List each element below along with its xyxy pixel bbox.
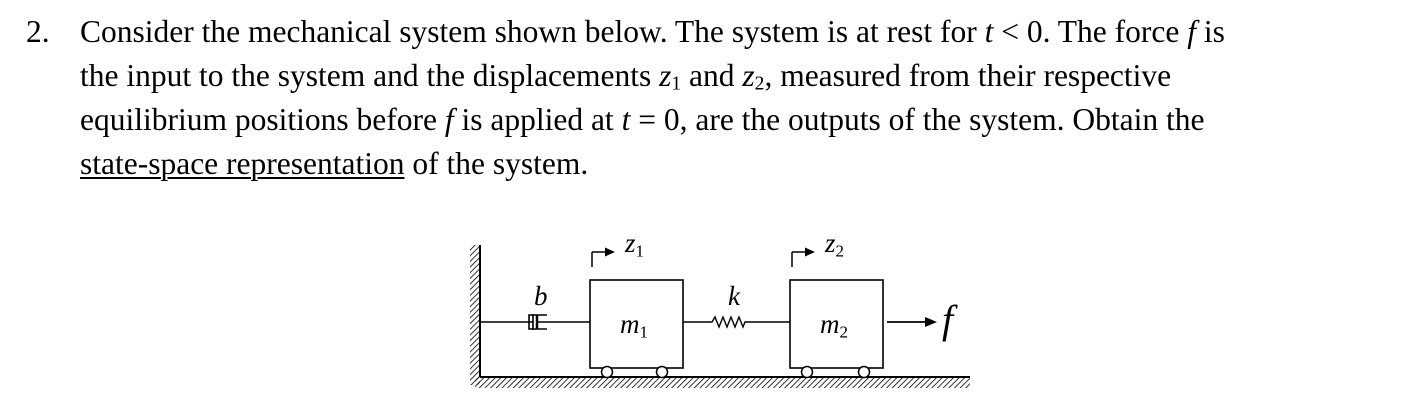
hatched-ground — [475, 376, 970, 388]
label-k: k — [728, 281, 740, 311]
diagram-svg — [470, 245, 970, 388]
label-m2: m2 — [820, 309, 848, 342]
wheel-icon — [655, 365, 669, 379]
underlined-phrase: state-space representation — [80, 146, 405, 181]
damper-icon — [480, 314, 590, 330]
wheel-icon — [857, 365, 871, 379]
problem-line-2: the input to the system and the displace… — [80, 58, 1172, 95]
wheel-icon — [800, 365, 814, 379]
label-f: f — [942, 297, 954, 342]
label-z2: z2 — [825, 228, 845, 261]
problem-line-1: Consider the mechanical system shown bel… — [80, 14, 1225, 49]
label-m1: m1 — [620, 309, 648, 342]
mass-1-block — [589, 279, 684, 379]
label-b: b — [534, 281, 548, 311]
displacement-arrow-z2-icon — [791, 247, 815, 267]
force-arrow-icon — [887, 317, 937, 327]
wheel-icon — [600, 365, 614, 379]
mass-2-block — [789, 279, 884, 379]
mechanical-system-diagram: z1 z2 b k m1 m2 f — [455, 225, 995, 405]
problem-number: 2. — [26, 14, 50, 49]
problem-line-3: equilibrium positions before f is applie… — [80, 102, 1205, 137]
displacement-arrow-z1-icon — [591, 247, 615, 267]
spring-icon — [683, 315, 790, 329]
hatched-wall — [470, 245, 481, 385]
label-z1: z1 — [625, 228, 645, 261]
problem-line-4: state-space representation of the system… — [80, 146, 589, 181]
